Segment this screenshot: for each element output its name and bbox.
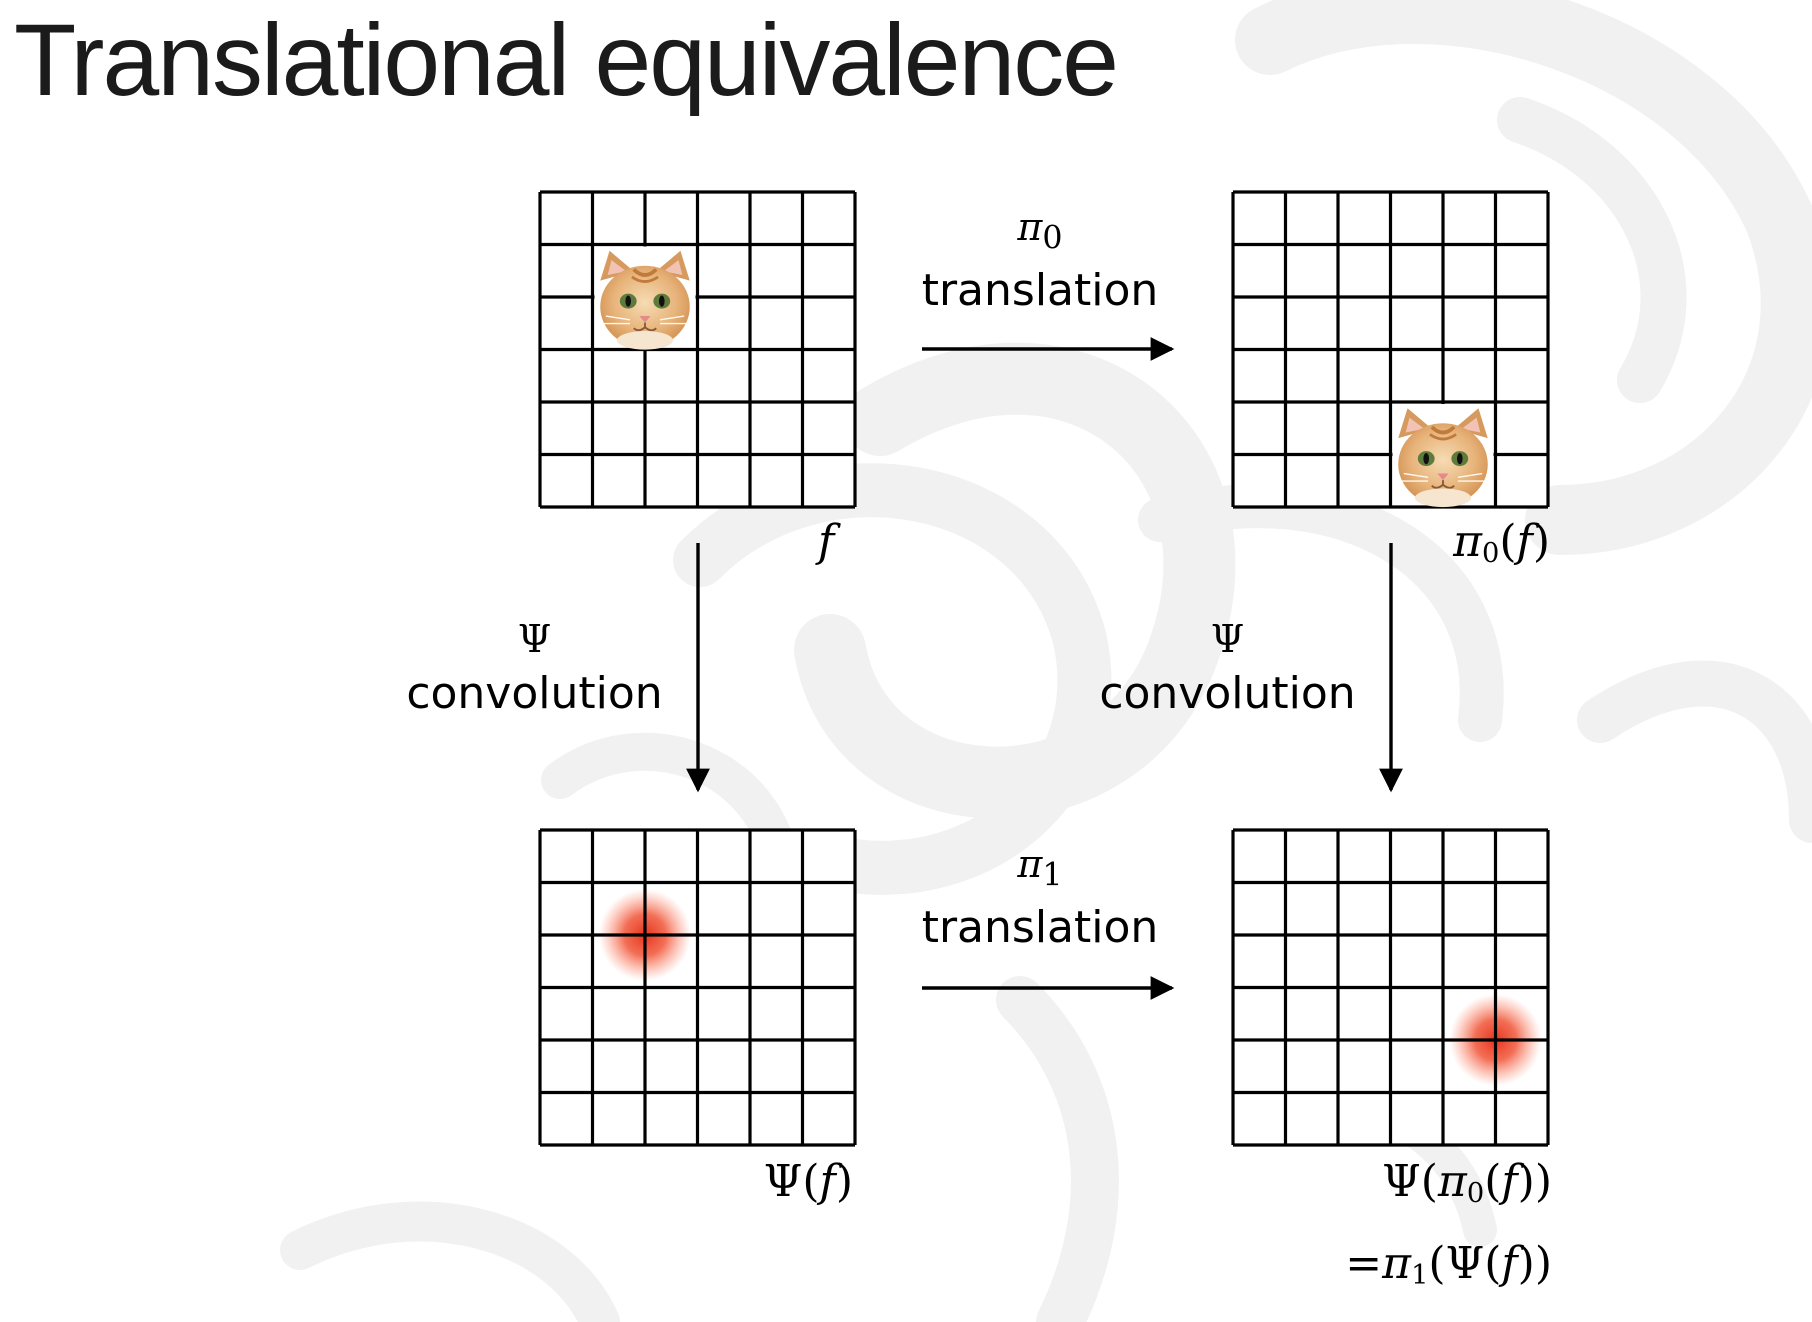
grid-bottom-left <box>538 828 857 1147</box>
convolution-word: convolution <box>406 668 663 719</box>
label-eq-pi1-psi-f: =π1(Ψ(f)) <box>1345 1238 1552 1291</box>
left-arrow-label: Ψ convolution <box>392 620 677 716</box>
label-f: f <box>818 516 835 567</box>
grid-top-left <box>538 190 857 509</box>
translation-word: translation <box>921 265 1159 317</box>
grid-bottom-right <box>1231 828 1550 1147</box>
grid-top-right <box>1231 190 1550 509</box>
convolution-word: convolution <box>1099 668 1356 719</box>
bottom-arrow-label: π1 translation <box>905 845 1175 950</box>
translation-word: translation <box>921 902 1159 954</box>
slide-title: Translational equivalence <box>14 3 1119 117</box>
right-arrow-label: Ψ convolution <box>1085 620 1370 716</box>
label-pi0-f: π0(f) <box>1453 516 1550 569</box>
label-psi-f: Ψ(f) <box>763 1156 853 1207</box>
pi1-symbol: π1 <box>1017 842 1063 894</box>
psi-symbol: Ψ <box>1210 617 1245 661</box>
psi-symbol: Ψ <box>517 617 552 661</box>
top-arrow-label: π0 translation <box>905 208 1175 313</box>
label-psi-pi0-f: Ψ(π0(f)) <box>1382 1156 1552 1209</box>
pi0-symbol: π0 <box>1017 205 1063 257</box>
